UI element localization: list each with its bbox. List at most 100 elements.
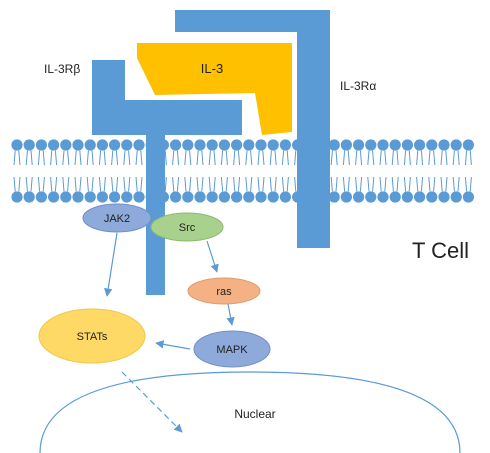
lipid-head xyxy=(450,191,462,203)
lipid-tail xyxy=(189,150,192,166)
lipid-tail xyxy=(464,150,468,166)
lipid-head xyxy=(243,191,255,203)
lipid-tail xyxy=(213,176,216,192)
lipid-head xyxy=(72,191,84,203)
lipid-tail xyxy=(257,150,260,166)
lipid-tail xyxy=(433,176,436,192)
lipid-tail xyxy=(464,176,468,192)
stats-node xyxy=(38,308,146,364)
lipid-tail xyxy=(103,176,106,192)
lipid-head xyxy=(438,191,450,203)
lipid-tail xyxy=(98,176,102,192)
lipid-tail xyxy=(42,176,45,192)
lipid-tail xyxy=(115,150,119,166)
lipid-tail xyxy=(416,150,419,166)
lipid-tail xyxy=(62,150,65,166)
lipid-head xyxy=(401,139,413,151)
lipid-head xyxy=(267,191,279,203)
nucleus-membrane xyxy=(39,371,461,453)
il3-label: IL-3 xyxy=(201,61,223,76)
lipid-tail xyxy=(54,176,58,192)
lipid-tail xyxy=(189,176,192,192)
arrow-stats-to-nucleus xyxy=(121,371,183,433)
jak2-node xyxy=(82,203,152,233)
lipid-tail xyxy=(262,150,265,166)
lipid-head xyxy=(11,139,23,151)
lipid-tail xyxy=(79,150,82,166)
lipid-tail xyxy=(396,176,399,192)
lipid-tail xyxy=(274,150,277,166)
lipid-head xyxy=(60,191,72,203)
lipid-tail xyxy=(176,176,180,192)
lipid-tail xyxy=(128,176,131,192)
arrow-jak2-to-stats xyxy=(104,232,118,297)
il3r-beta-label: IL-3Rβ xyxy=(44,62,80,76)
lipid-head xyxy=(60,139,72,151)
lipid-tail xyxy=(384,150,387,166)
lipid-tail xyxy=(440,176,443,192)
lipid-tail xyxy=(245,150,248,166)
lipid-head xyxy=(389,191,401,203)
lipid-tail xyxy=(281,150,285,166)
lipid-tail xyxy=(330,150,333,166)
lipid-tail xyxy=(67,150,70,166)
lipid-tail xyxy=(172,176,175,192)
lipid-tail xyxy=(372,150,375,166)
lipid-tail xyxy=(372,176,375,192)
lipid-head xyxy=(255,191,267,203)
lipid-head xyxy=(340,139,352,151)
lipid-tail xyxy=(428,176,431,192)
lipid-head xyxy=(96,191,108,203)
lipid-head xyxy=(414,139,426,151)
src-node xyxy=(150,212,224,242)
lipid-tail xyxy=(111,176,114,192)
lipid-tail xyxy=(91,150,94,166)
lipid-tail xyxy=(469,176,472,192)
jak2-label: JAK2 xyxy=(104,213,130,225)
lipid-tail xyxy=(140,176,143,192)
lipid-head xyxy=(426,139,438,151)
lipid-head xyxy=(377,139,389,151)
lipid-head xyxy=(194,139,206,151)
lipid-tail xyxy=(135,150,138,166)
lipid-tail xyxy=(367,176,370,192)
lipid-head xyxy=(353,139,365,151)
lipid-head xyxy=(365,191,377,203)
lipid-head xyxy=(426,191,438,203)
lipid-tail xyxy=(42,150,45,166)
lipid-tail xyxy=(294,150,297,166)
lipid-head xyxy=(121,139,133,151)
lipid-head xyxy=(121,191,133,203)
lipid-head xyxy=(109,139,121,151)
lipid-tail xyxy=(391,176,394,192)
lipid-head xyxy=(96,139,108,151)
lipid-tail xyxy=(115,176,119,192)
lipid-tail xyxy=(25,150,28,166)
lipid-tail xyxy=(74,150,77,166)
lipid-tail xyxy=(445,176,448,192)
lipid-tail xyxy=(391,150,394,166)
lipid-tail xyxy=(123,150,126,166)
lipid-tail xyxy=(457,150,460,166)
ras-node xyxy=(187,277,261,305)
lipid-tail xyxy=(445,150,448,166)
lipid-tail xyxy=(367,150,370,166)
lipid-head xyxy=(23,191,35,203)
lipid-head xyxy=(170,191,182,203)
arrow-ras-to-mapk xyxy=(226,303,235,326)
lipid-head xyxy=(401,191,413,203)
lipid-tail xyxy=(342,176,346,192)
il3r-alpha-label: IL-3Rα xyxy=(340,79,376,93)
nuclear-label: Nuclear xyxy=(234,407,275,421)
lipid-head xyxy=(84,139,96,151)
lipid-tail xyxy=(281,176,285,192)
lipid-head xyxy=(48,191,60,203)
lipid-tail xyxy=(25,176,28,192)
lipid-tail xyxy=(213,150,216,166)
lipid-tail xyxy=(86,176,89,192)
lipid-head xyxy=(450,139,462,151)
lipid-head xyxy=(182,139,194,151)
lipid-tail xyxy=(103,150,106,166)
lipid-tail xyxy=(452,150,455,166)
